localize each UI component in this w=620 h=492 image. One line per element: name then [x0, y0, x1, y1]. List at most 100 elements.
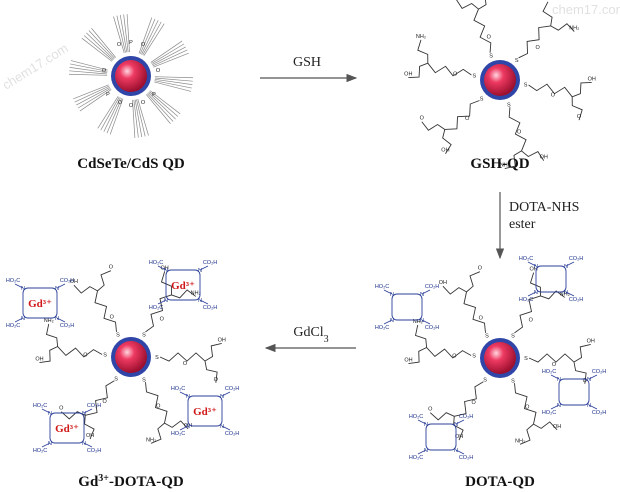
atom-label: O [536, 45, 541, 51]
atom-label: N [82, 411, 86, 417]
ligand-ray [81, 37, 113, 62]
ligand-ray [153, 52, 189, 68]
atom-label: O [102, 68, 107, 74]
atom-label: NH₂ [515, 438, 525, 444]
dota-ring [22, 287, 58, 319]
atom-label: O [453, 71, 458, 77]
atom-label: S [515, 58, 519, 64]
dota-ring [187, 395, 223, 427]
atom-label: CO₂H [592, 369, 606, 375]
atom-label: S [511, 379, 515, 385]
atom-label: O [59, 406, 64, 412]
reagent-ester: ester [509, 217, 536, 232]
qd-core [484, 64, 516, 96]
atom-label: O [472, 400, 477, 406]
bond-chain [442, 129, 452, 154]
atom-label: P [129, 40, 133, 46]
ligand-ray [109, 98, 124, 135]
bond-chain [421, 121, 446, 131]
atom-label: N [557, 377, 561, 383]
atom-label: N [587, 377, 591, 383]
qd-core [115, 341, 147, 373]
atom-label: OH [218, 337, 226, 343]
atom-label: N [186, 394, 190, 400]
bond-chain [550, 23, 575, 32]
atom-label: CO₂H [87, 403, 101, 409]
atom-label: O [551, 93, 556, 99]
dota-ring [391, 293, 423, 321]
ligand-ray [88, 30, 115, 59]
bond [221, 425, 231, 431]
atom-label: N [564, 290, 568, 296]
bond-chain [408, 62, 428, 79]
atom-label: CO₂H [225, 431, 239, 437]
bond [83, 408, 93, 414]
atom-label: O [487, 34, 492, 40]
ligand-ray [154, 78, 193, 85]
atom-label: O [103, 399, 108, 405]
bond-chain [426, 347, 472, 359]
atom-label: NH₂ [500, 163, 510, 169]
atom-label: N [164, 268, 168, 274]
qd-core [115, 60, 147, 92]
atom-label: HO₂C [33, 403, 47, 409]
atom-label: CO₂H [459, 414, 473, 420]
reagent-dota-nhs: DOTA-NHS [509, 200, 579, 215]
bond-chain [478, 0, 487, 10]
bond-chain [57, 346, 103, 358]
bond-chain [160, 271, 172, 295]
gd-ion-label: Gd³⁺ [193, 406, 217, 418]
atom-label: S [114, 376, 118, 382]
ligand-ray [91, 28, 116, 58]
bond-chain [417, 39, 429, 64]
ligand-ray [116, 15, 126, 53]
ligand-ray [150, 40, 183, 63]
bond-chain [429, 412, 455, 421]
ligand-ray [134, 99, 143, 138]
atom-label: HO₂C [519, 256, 533, 262]
ligand-ray [132, 99, 136, 138]
ligand-ray [97, 96, 119, 129]
atom-label: OH [455, 434, 463, 440]
dota-ring [49, 412, 85, 444]
bond [14, 283, 24, 289]
bond [417, 449, 427, 455]
bond [157, 299, 167, 305]
bond-chain [39, 346, 58, 364]
atom-label: N [420, 318, 424, 324]
bond-chain [150, 422, 165, 444]
bond [550, 404, 560, 410]
bond [41, 442, 51, 448]
atom-label: S [473, 73, 477, 79]
dota-ring [535, 265, 567, 293]
atom-label: CO₂H [225, 386, 239, 392]
atom-label: N [534, 290, 538, 296]
atom-label: HO₂C [542, 369, 556, 375]
atom-label: N [21, 316, 25, 322]
atom-label: S [103, 353, 107, 359]
bond [14, 317, 24, 323]
atom-label: S [511, 333, 515, 339]
atom-label: O [110, 315, 115, 321]
atom-label: O [214, 377, 219, 383]
bond-chain [442, 285, 467, 295]
dota-ring [425, 423, 457, 451]
atom-label: OH [86, 433, 94, 439]
atom-label: S [472, 354, 476, 360]
dota-ring [558, 378, 590, 406]
atom-label: OH [544, 0, 552, 2]
ligand-ray [133, 99, 139, 138]
bond [588, 404, 598, 410]
atom-label: O [420, 116, 425, 122]
gd-ion-label: Gd³⁺ [171, 280, 195, 292]
atom-label: OH [588, 76, 596, 82]
label-gd-dota-qd: Gd3+-DOTA-QD [78, 473, 184, 491]
ligand-ray [154, 76, 193, 79]
ligand-ray [139, 18, 156, 55]
atom-label: N [420, 292, 424, 298]
atom-label: N [82, 441, 86, 447]
ligand-ray [152, 46, 186, 66]
